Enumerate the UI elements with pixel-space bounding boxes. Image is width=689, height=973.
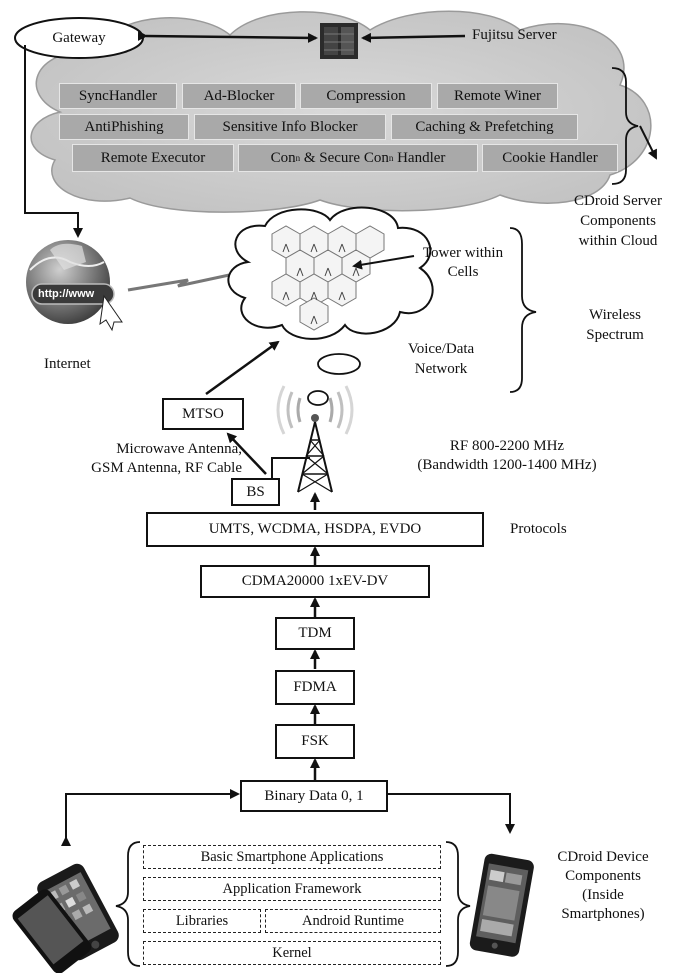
caching-box: Caching & Prefetching <box>391 114 578 140</box>
apps-layer: Basic Smartphone Applications <box>143 845 441 869</box>
smartphone-right-icon <box>469 853 534 957</box>
wireless-label-1: Wireless <box>589 307 641 323</box>
server-components-label-2: Components <box>580 213 656 229</box>
wireless-link-icon <box>127 272 235 292</box>
device-label-1: CDroid Device <box>557 849 649 865</box>
binary-left-connector <box>61 789 240 846</box>
kernel-layer: Kernel <box>143 941 441 965</box>
bubble-small <box>307 390 329 406</box>
wireless-label-2: Spectrum <box>586 327 644 343</box>
sync-handler-box: SyncHandler <box>59 83 177 109</box>
gateway-internet-connector <box>24 45 83 238</box>
binary-data-box: Binary Data 0, 1 <box>240 780 388 812</box>
server-components-label-3: within Cloud <box>578 233 658 249</box>
smartphone-left-icon <box>12 863 119 973</box>
bs-mtso-arrow <box>226 432 267 475</box>
binary-right-connector <box>378 789 515 834</box>
con-text-c: Handler <box>393 149 446 166</box>
rf-label-1: RF 800-2200 MHz <box>449 438 565 454</box>
device-label-4: Smartphones) <box>561 906 645 922</box>
fujitsu-server-label: Fujitsu Server <box>472 27 557 43</box>
internet-globe-icon <box>26 240 123 332</box>
server-components-label-1: CDroid Server <box>574 193 662 209</box>
protocols-label: Protocols <box>510 521 567 537</box>
internet-label: Internet <box>44 356 91 372</box>
fujitsu-arrow <box>361 32 466 43</box>
con-text-b: & Secure Con <box>300 149 389 166</box>
con-sup-b: n <box>388 153 394 163</box>
antiphishing-box: AntiPhishing <box>59 114 189 140</box>
antenna-label-1: Microwave Antenna, <box>116 441 242 457</box>
mtso-cloud-arrow <box>205 340 280 396</box>
remote-winer-box: Remote Winer <box>437 83 558 109</box>
protocols-box: UMTS, WCDMA, HSDPA, EVDO <box>146 512 484 547</box>
wireless-brace <box>509 227 537 393</box>
gateway-label: Gateway <box>52 30 106 46</box>
cell-tower-icons <box>282 243 360 325</box>
con-sup-a: n <box>295 153 301 163</box>
device-label-3: (Inside <box>582 887 624 903</box>
libraries-layer: Libraries <box>143 909 261 933</box>
remote-executor-box: Remote Executor <box>72 144 234 172</box>
cell-grid <box>271 225 385 331</box>
fsk-box: FSK <box>275 724 355 759</box>
fdma-box: FDMA <box>275 670 355 705</box>
tower-cells-pointer <box>352 255 415 270</box>
mtso-box: MTSO <box>162 398 244 430</box>
gateway-server-arrow <box>137 30 318 43</box>
server-brace <box>611 67 639 185</box>
bs-tower-connector <box>271 457 310 478</box>
tower-cells-label-2: Cells <box>447 264 479 280</box>
ad-blocker-box: Ad-Blocker <box>182 83 296 109</box>
server-brace-arrow <box>639 125 657 160</box>
cookie-handler-box: Cookie Handler <box>482 144 618 172</box>
cdma-box: CDMA20000 1xEV-DV <box>200 565 430 598</box>
con-text-a: Con <box>270 149 296 166</box>
device-label-2: Components <box>565 868 641 884</box>
device-left-brace <box>115 841 141 967</box>
rf-label-2: (Bandwidth 1200-1400 MHz) <box>417 457 597 473</box>
sensitive-info-box: Sensitive Info Blocker <box>194 114 386 140</box>
tower-cells-label-1: Tower within <box>422 245 504 261</box>
voice-data-label-2: Network <box>414 361 468 377</box>
tdm-box: TDM <box>275 617 355 650</box>
framework-layer: Application Framework <box>143 877 441 901</box>
runtime-layer: Android Runtime <box>265 909 441 933</box>
internet-url-text: http://www <box>38 288 95 300</box>
bs-box: BS <box>231 478 280 506</box>
bubble-large <box>317 353 361 375</box>
device-right-brace <box>445 841 471 967</box>
voice-data-label-1: Voice/Data <box>407 341 475 357</box>
antenna-label-2: GSM Antenna, RF Cable <box>91 460 242 476</box>
server-icon <box>320 23 358 59</box>
compression-box: Compression <box>300 83 432 109</box>
